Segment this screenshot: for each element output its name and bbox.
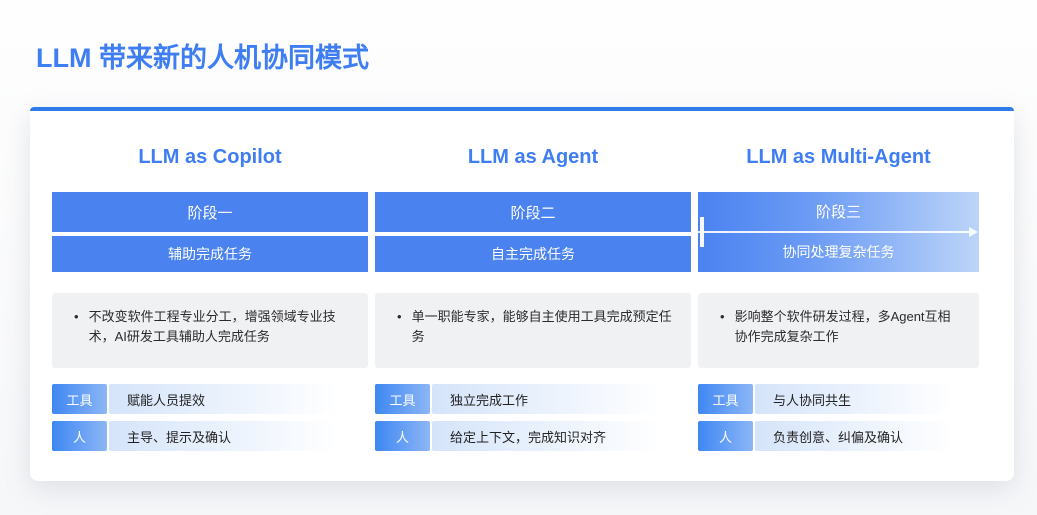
column-multi-agent: LLM as Multi-Agent 阶段三 协同处理复杂任务 • 影响整个软件… [698, 111, 979, 451]
human-value: 负责创意、纠偏及确认 [755, 421, 979, 451]
tool-value: 赋能人员提效 [109, 384, 368, 414]
human-tag: 人 [52, 421, 107, 451]
tool-tag: 工具 [698, 384, 753, 414]
bullet-icon: • [720, 309, 725, 324]
human-tag: 人 [698, 421, 753, 451]
tool-value: 与人协同共生 [755, 384, 979, 414]
tool-value: 独立完成工作 [432, 384, 691, 414]
three-column-grid: LLM as Copilot 阶段一 辅助完成任务 • 不改变软件工程专业分工，… [52, 111, 979, 451]
stage-two-task-bar: 自主完成任务 [375, 236, 691, 272]
column-agent-header: LLM as Agent [467, 146, 599, 168]
agent-human-row: 人 给定上下文，完成知识对齐 [375, 421, 691, 451]
bullet-icon: • [397, 309, 402, 324]
bullet-icon: • [74, 309, 79, 324]
copilot-description-box: • 不改变软件工程专业分工，增强领域专业技术，AI研发工具辅助人完成任务 [52, 293, 368, 368]
column-agent: LLM as Agent 阶段二 自主完成任务 • 单一职能专家，能够自主使用工… [375, 111, 691, 451]
column-copilot: LLM as Copilot 阶段一 辅助完成任务 • 不改变软件工程专业分工，… [52, 111, 368, 451]
copilot-human-row: 人 主导、提示及确认 [52, 421, 368, 451]
column-copilot-header: LLM as Copilot [138, 146, 282, 168]
human-value: 给定上下文，完成知识对齐 [432, 421, 691, 451]
stage-three-task-bar: 协同处理复杂任务 [782, 244, 895, 260]
timeline-tick-icon [700, 217, 704, 247]
stage-three-bar: 阶段三 [815, 203, 861, 221]
content-card: LLM as Copilot 阶段一 辅助完成任务 • 不改变软件工程专业分工，… [30, 107, 1014, 481]
agent-description-text: 单一职能专家，能够自主使用工具完成预定任务 [411, 309, 672, 344]
multi-agent-description-box: • 影响整个软件研发过程，多Agent互相协作完成复杂工作 [698, 293, 979, 368]
stage-two-bar: 阶段二 [375, 192, 691, 232]
stage-one-task-bar: 辅助完成任务 [52, 236, 368, 272]
copilot-tool-row: 工具 赋能人员提效 [52, 384, 368, 414]
tool-tag: 工具 [375, 384, 430, 414]
column-multi-agent-header: LLM as Multi-Agent [746, 146, 931, 168]
timeline-arrow-head-icon [969, 227, 978, 237]
stage-one-bar: 阶段一 [52, 192, 368, 232]
agent-description-box: • 单一职能专家，能够自主使用工具完成预定任务 [375, 293, 691, 368]
human-tag: 人 [375, 421, 430, 451]
copilot-description-text: 不改变软件工程专业分工，增强领域专业技术，AI研发工具辅助人完成任务 [88, 309, 336, 344]
multi-agent-human-row: 人 负责创意、纠偏及确认 [698, 421, 979, 451]
human-value: 主导、提示及确认 [109, 421, 368, 451]
multi-agent-tool-row: 工具 与人协同共生 [698, 384, 979, 414]
multi-agent-description-text: 影响整个软件研发过程，多Agent互相协作完成复杂工作 [734, 309, 951, 344]
timeline-arrow-line [698, 231, 970, 233]
tool-tag: 工具 [52, 384, 107, 414]
stage-three-box: 阶段三 协同处理复杂任务 [698, 192, 979, 272]
agent-tool-row: 工具 独立完成工作 [375, 384, 691, 414]
page-title: LLM 带来新的人机协同模式 [36, 43, 369, 73]
